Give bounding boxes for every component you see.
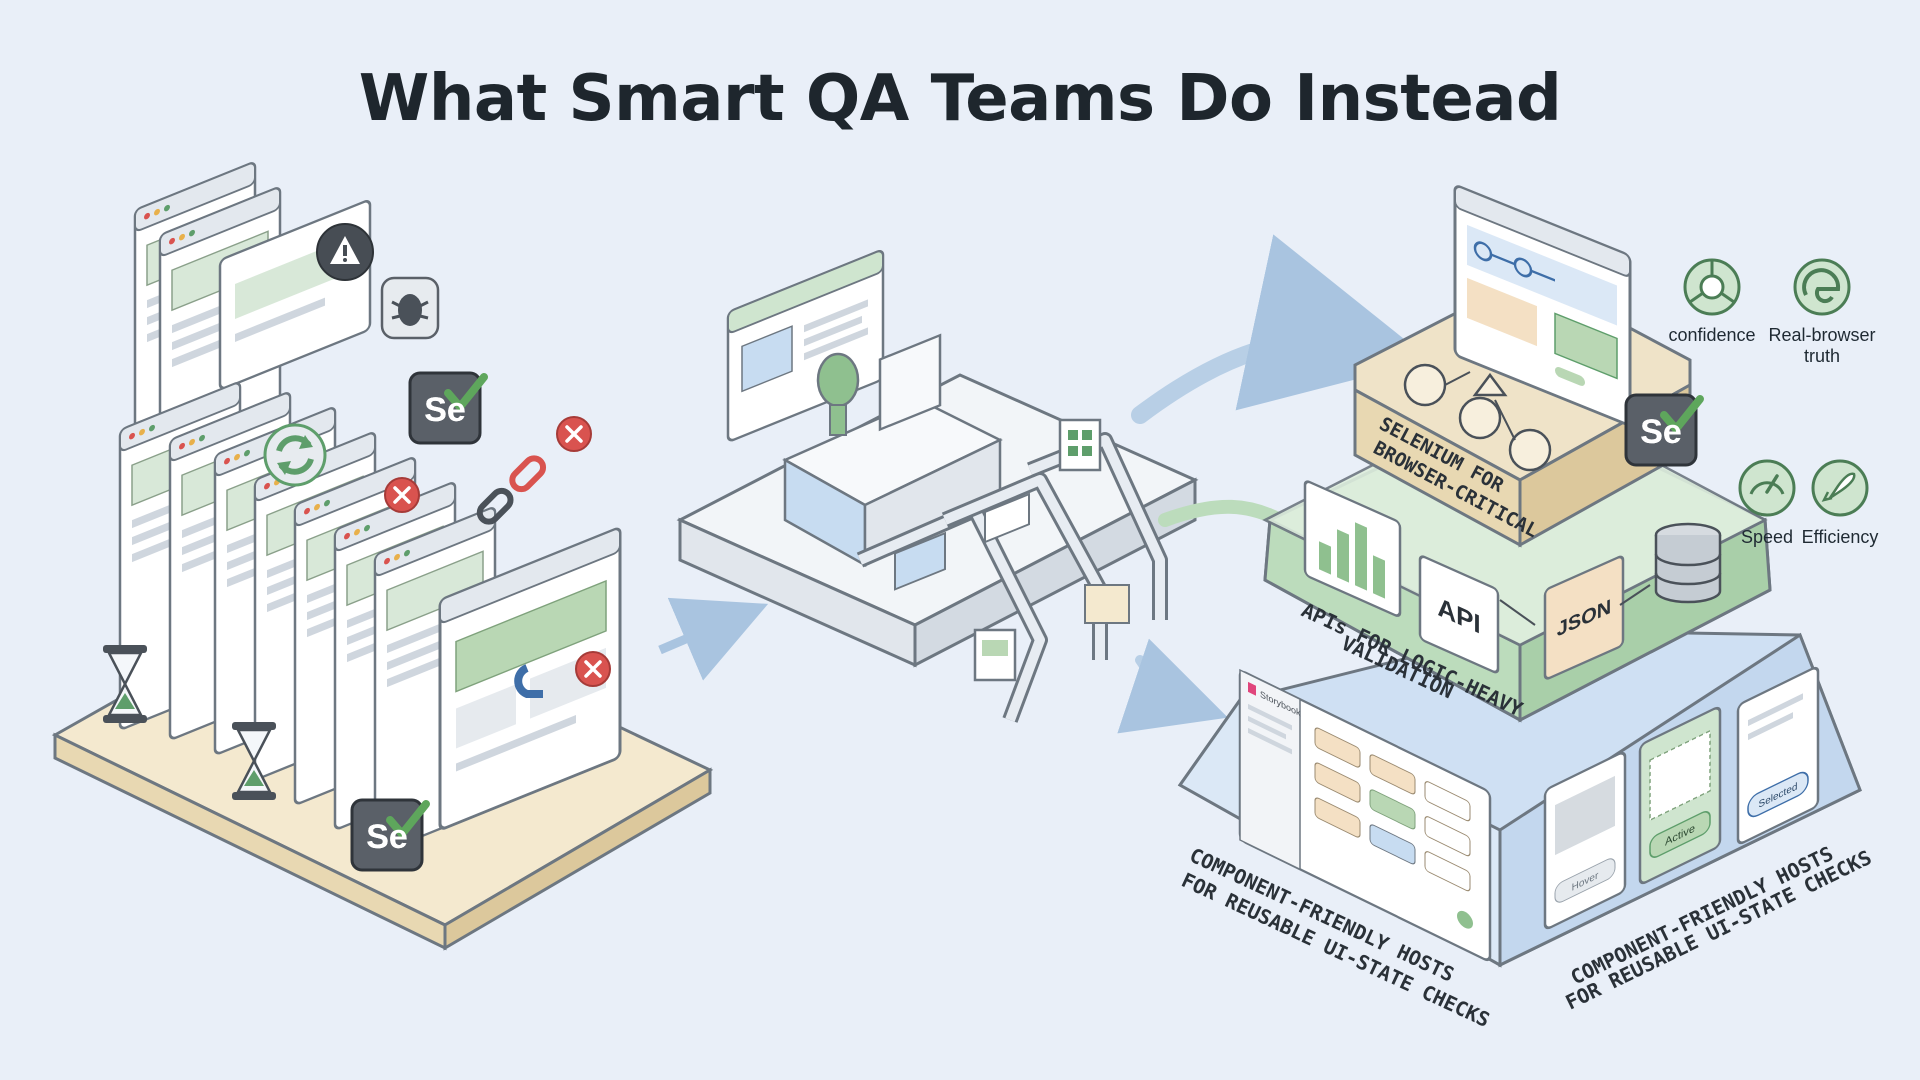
benefit-confidence: confidence: [1668, 258, 1756, 345]
benefit-real-browser: Real-browser truth: [1768, 258, 1876, 366]
selenium-badge-top: Se: [410, 373, 484, 443]
selenium-badge-bottom: Se: [352, 800, 426, 870]
flow-arrow-bottom: [1117, 638, 1228, 734]
api-card: API: [1418, 555, 1500, 674]
svg-text:Se: Se: [424, 391, 466, 429]
magnet-icon: [514, 664, 543, 698]
svg-text:Real-browser: Real-browser: [1768, 325, 1875, 345]
json-card: JSON: [1543, 555, 1625, 680]
flow-arrow: [658, 597, 769, 681]
refresh-icon: [263, 423, 327, 487]
legacy-suite-stack: Se Se: [51, 160, 714, 951]
error-icon: [383, 476, 421, 514]
svg-text:Se: Se: [366, 818, 408, 856]
edge-icon: [1793, 258, 1851, 316]
benefit-efficiency: Efficiency: [1802, 459, 1879, 547]
broken-link-icon: [476, 455, 547, 525]
flow-arrow-middle: [1158, 499, 1287, 527]
error-icon: [555, 415, 593, 453]
svg-text:Speed: Speed: [1741, 527, 1793, 547]
chrome-icon: [1683, 258, 1741, 316]
selenium-badge-pyramid: Se: [1626, 395, 1700, 465]
benefit-speed: Speed: [1738, 459, 1796, 547]
bug-icon: [380, 276, 440, 340]
flow-arrow-top: [1131, 234, 1431, 424]
svg-text:confidence: confidence: [1668, 325, 1755, 345]
speedometer-icon: [1738, 459, 1796, 517]
database-icon: [1654, 522, 1722, 604]
svg-text:truth: truth: [1804, 346, 1840, 366]
pyramid-tier-selenium: SELENIUM FOR BROWSER-CRITICAL Se: [1353, 185, 1700, 548]
test-pyramid: Storybook: [1177, 185, 1875, 1032]
svg-text:Se: Se: [1640, 413, 1682, 451]
rocket-icon: [1811, 459, 1869, 517]
svg-text:Efficiency: Efficiency: [1802, 527, 1879, 547]
warning-icon: [316, 223, 374, 281]
triage-station: [676, 249, 1199, 723]
page-title: What Smart QA Teams Do Instead: [358, 62, 1562, 136]
error-icon: [574, 650, 612, 688]
